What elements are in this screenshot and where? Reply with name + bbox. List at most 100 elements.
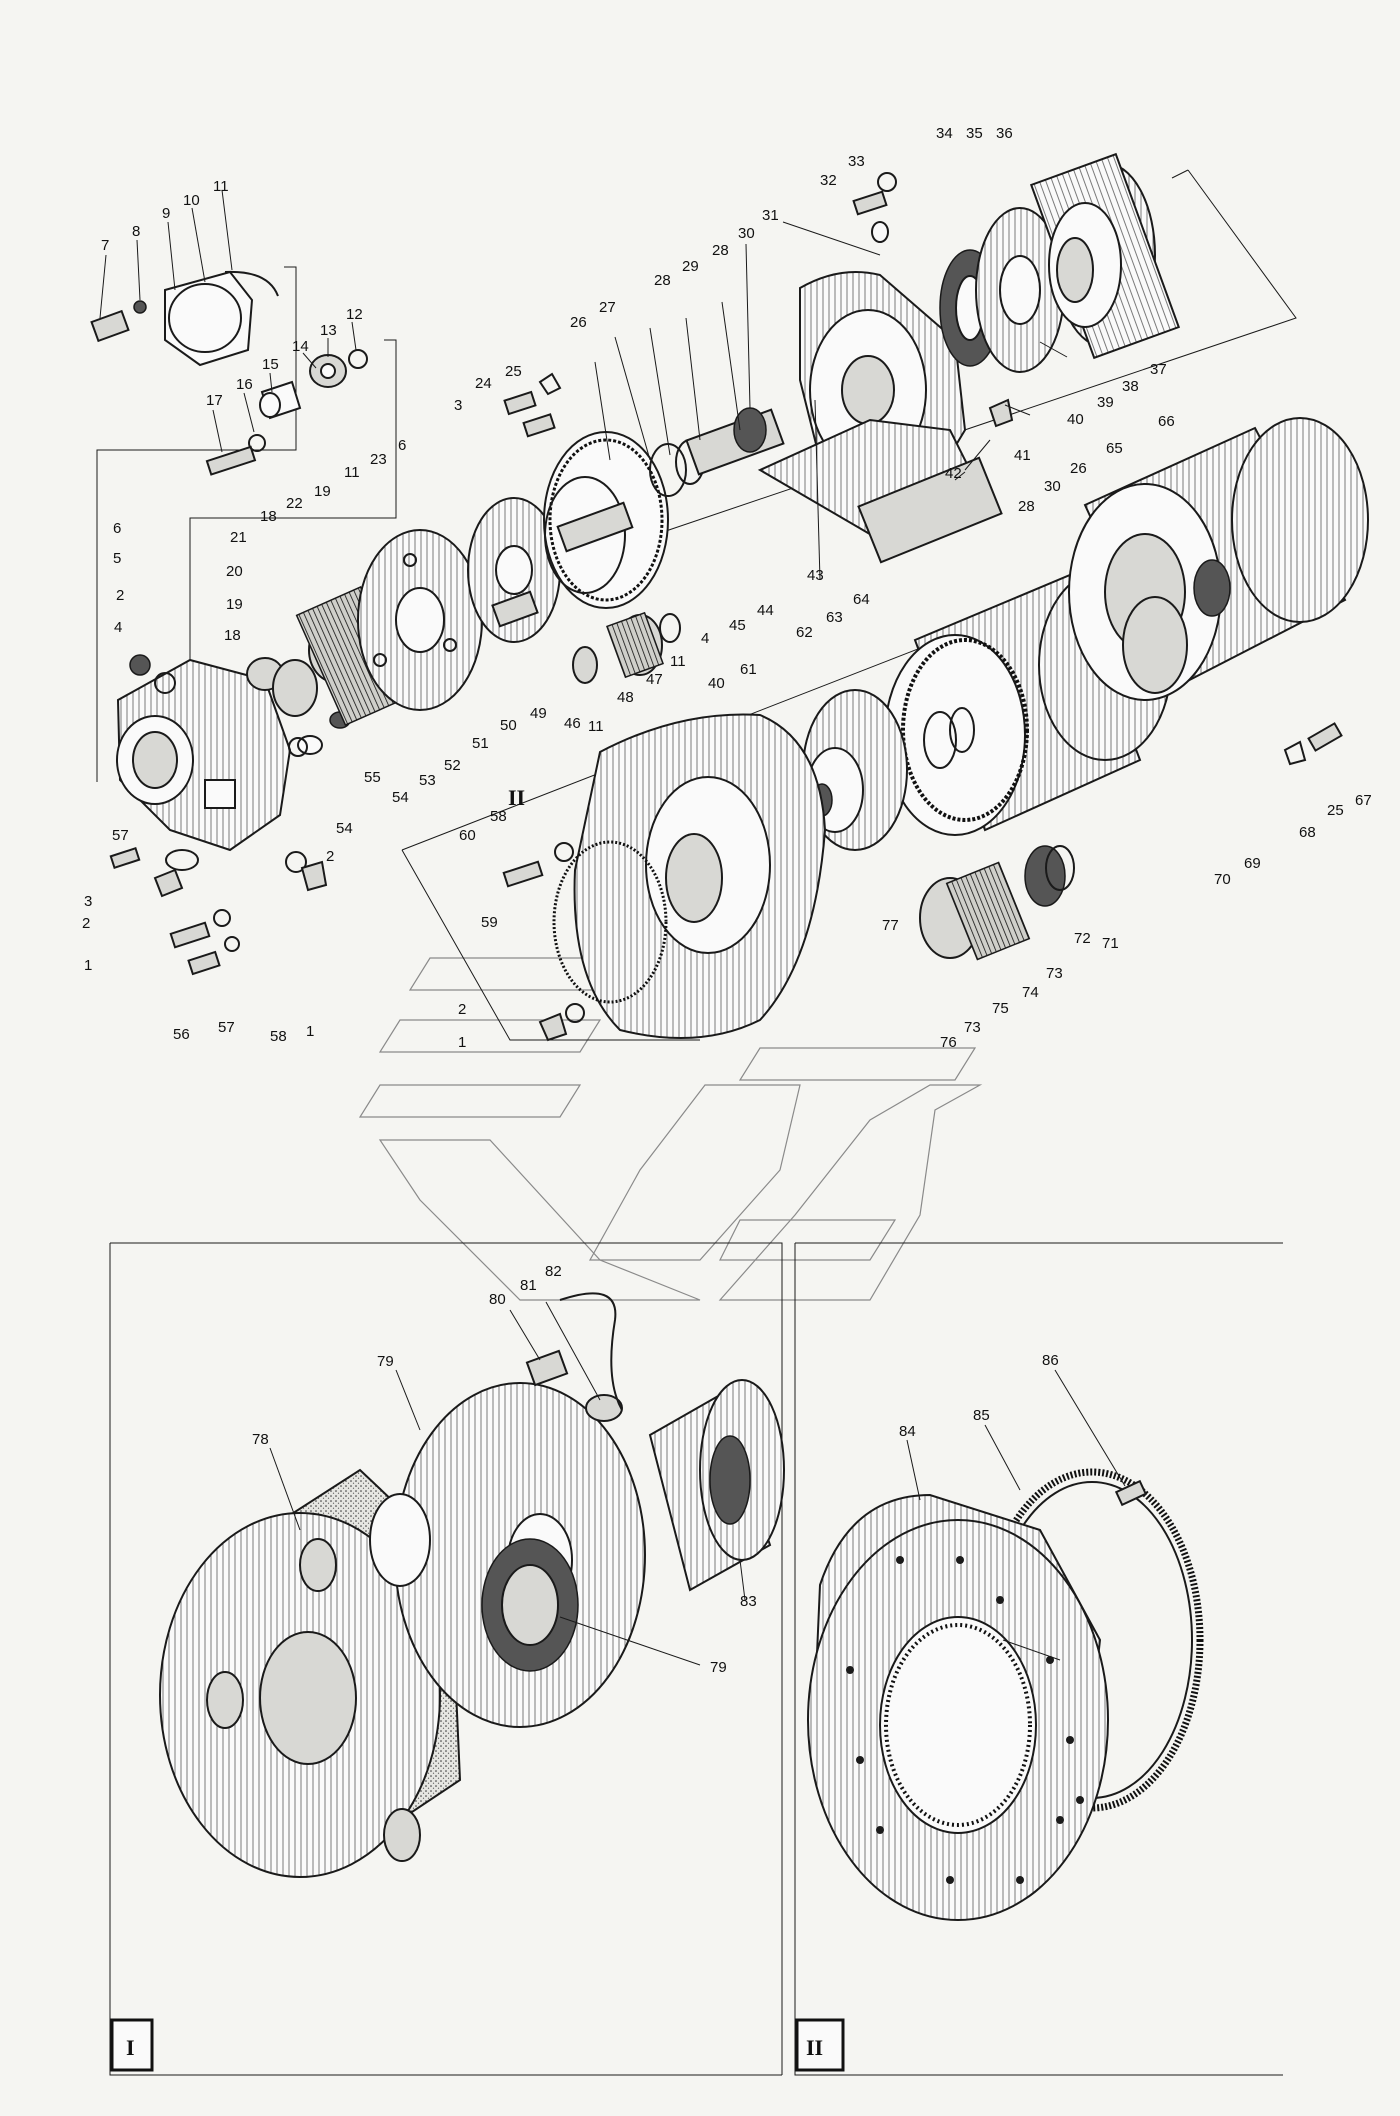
callout-52: 52	[444, 757, 461, 774]
callout-54: 54	[392, 789, 409, 806]
callout-4: 4	[701, 630, 709, 647]
callout-40: 40	[708, 675, 725, 692]
callout-64: 64	[853, 591, 870, 608]
callout-77: 77	[882, 917, 899, 934]
callout-50: 50	[500, 717, 517, 734]
panel-2-flange-ring-gear	[807, 1468, 1204, 1921]
callout-51: 51	[472, 735, 489, 752]
callout-75: 75	[992, 1000, 1009, 1017]
callout-12: 12	[346, 306, 363, 323]
callout-9: 9	[162, 205, 170, 222]
callout-11: 11	[588, 718, 604, 735]
panel-2-label: II	[806, 2035, 823, 2060]
callout-82: 82	[545, 1263, 562, 1280]
callout-32: 32	[820, 172, 837, 189]
callout-80: 80	[489, 1291, 506, 1308]
callout-40: 40	[1067, 411, 1084, 428]
callout-28: 28	[654, 272, 671, 289]
watermark-logo	[358, 957, 983, 1301]
callout-70: 70	[1214, 871, 1231, 888]
callout-84: 84	[899, 1423, 916, 1440]
callout-71: 71	[1102, 935, 1119, 952]
callout-74: 74	[1022, 984, 1039, 1001]
callout-3: 3	[84, 893, 92, 910]
callout-28: 28	[1018, 498, 1035, 515]
callout-37: 37	[1150, 361, 1167, 378]
callout-78: 78	[252, 1431, 269, 1448]
callout-15: 15	[262, 356, 279, 373]
callout-38: 38	[1122, 378, 1139, 395]
callout-2: 2	[326, 848, 334, 865]
callout-48: 48	[617, 689, 634, 706]
panel-1-label: I	[126, 2035, 135, 2060]
callout-73: 73	[964, 1019, 981, 1036]
callout-65: 65	[1106, 440, 1123, 457]
callout-54: 54	[336, 820, 353, 837]
callout-11: 11	[670, 653, 686, 670]
callout-16: 16	[236, 376, 253, 393]
callout-67: 67	[1355, 792, 1372, 809]
callout-1: 1	[84, 957, 92, 974]
callout-57: 57	[112, 827, 129, 844]
callout-26: 26	[1070, 460, 1087, 477]
callout-81: 81	[520, 1277, 537, 1294]
panel-labels: I II	[110, 2018, 845, 2072]
callout-72: 72	[1074, 930, 1091, 947]
callout-55: 55	[364, 769, 381, 786]
callout-42: 42	[945, 465, 962, 482]
callout-18: 18	[260, 508, 277, 525]
detail-panel-frames	[109, 1242, 1283, 2076]
callout-68: 68	[1299, 824, 1316, 841]
callout-62: 62	[796, 624, 813, 641]
callout-66: 66	[1158, 413, 1175, 430]
callout-63: 63	[826, 609, 843, 626]
callout-30: 30	[738, 225, 755, 242]
callout-21: 21	[230, 529, 247, 546]
callout-29: 29	[682, 258, 699, 275]
callout-85: 85	[973, 1407, 990, 1424]
callout-22: 22	[286, 495, 303, 512]
callout-1: 1	[458, 1034, 466, 1051]
callout-14: 14	[292, 338, 309, 355]
callout-59: 59	[481, 914, 498, 931]
callout-13: 13	[320, 322, 337, 339]
callout-44: 44	[757, 602, 774, 619]
callout-6: 6	[398, 437, 406, 454]
callout-27: 27	[599, 299, 616, 316]
view-marker-II: II	[508, 785, 525, 810]
callout-20: 20	[226, 563, 243, 580]
panel-1-carrier-assembly	[159, 1292, 785, 1878]
callout-73: 73	[1046, 965, 1063, 982]
callout-2: 2	[82, 915, 90, 932]
callout-25: 25	[1327, 802, 1344, 819]
callout-30: 30	[1044, 478, 1061, 495]
callout-57: 57	[218, 1019, 235, 1036]
callout-69: 69	[1244, 855, 1261, 872]
callout-11: 11	[344, 464, 360, 481]
callout-labels: 1 1 1 2 2 2 2 3 3 4 4 5 6 6 7 8 9 10 11 …	[82, 125, 1372, 1676]
callout-18: 18	[224, 627, 241, 644]
callout-8: 8	[132, 223, 140, 240]
callout-61: 61	[740, 661, 757, 678]
callout-58: 58	[490, 808, 507, 825]
callout-2: 2	[458, 1001, 466, 1018]
callout-4: 4	[114, 619, 122, 636]
callout-3: 3	[454, 397, 462, 414]
callout-17: 17	[206, 392, 223, 409]
callout-49: 49	[530, 705, 547, 722]
callout-39: 39	[1097, 394, 1114, 411]
callout-46: 46	[564, 715, 581, 732]
callout-6: 6	[113, 520, 121, 537]
callout-5: 5	[113, 550, 121, 567]
callout-33: 33	[848, 153, 865, 170]
callout-11: 11	[213, 178, 229, 195]
callout-23: 23	[370, 451, 387, 468]
callout-25: 25	[505, 363, 522, 380]
callout-76: 76	[940, 1034, 957, 1051]
callout-79: 79	[710, 1659, 727, 1676]
callout-31: 31	[762, 207, 779, 224]
callout-34: 34	[936, 125, 953, 142]
callout-47: 47	[646, 671, 663, 688]
callout-7: 7	[101, 237, 109, 254]
